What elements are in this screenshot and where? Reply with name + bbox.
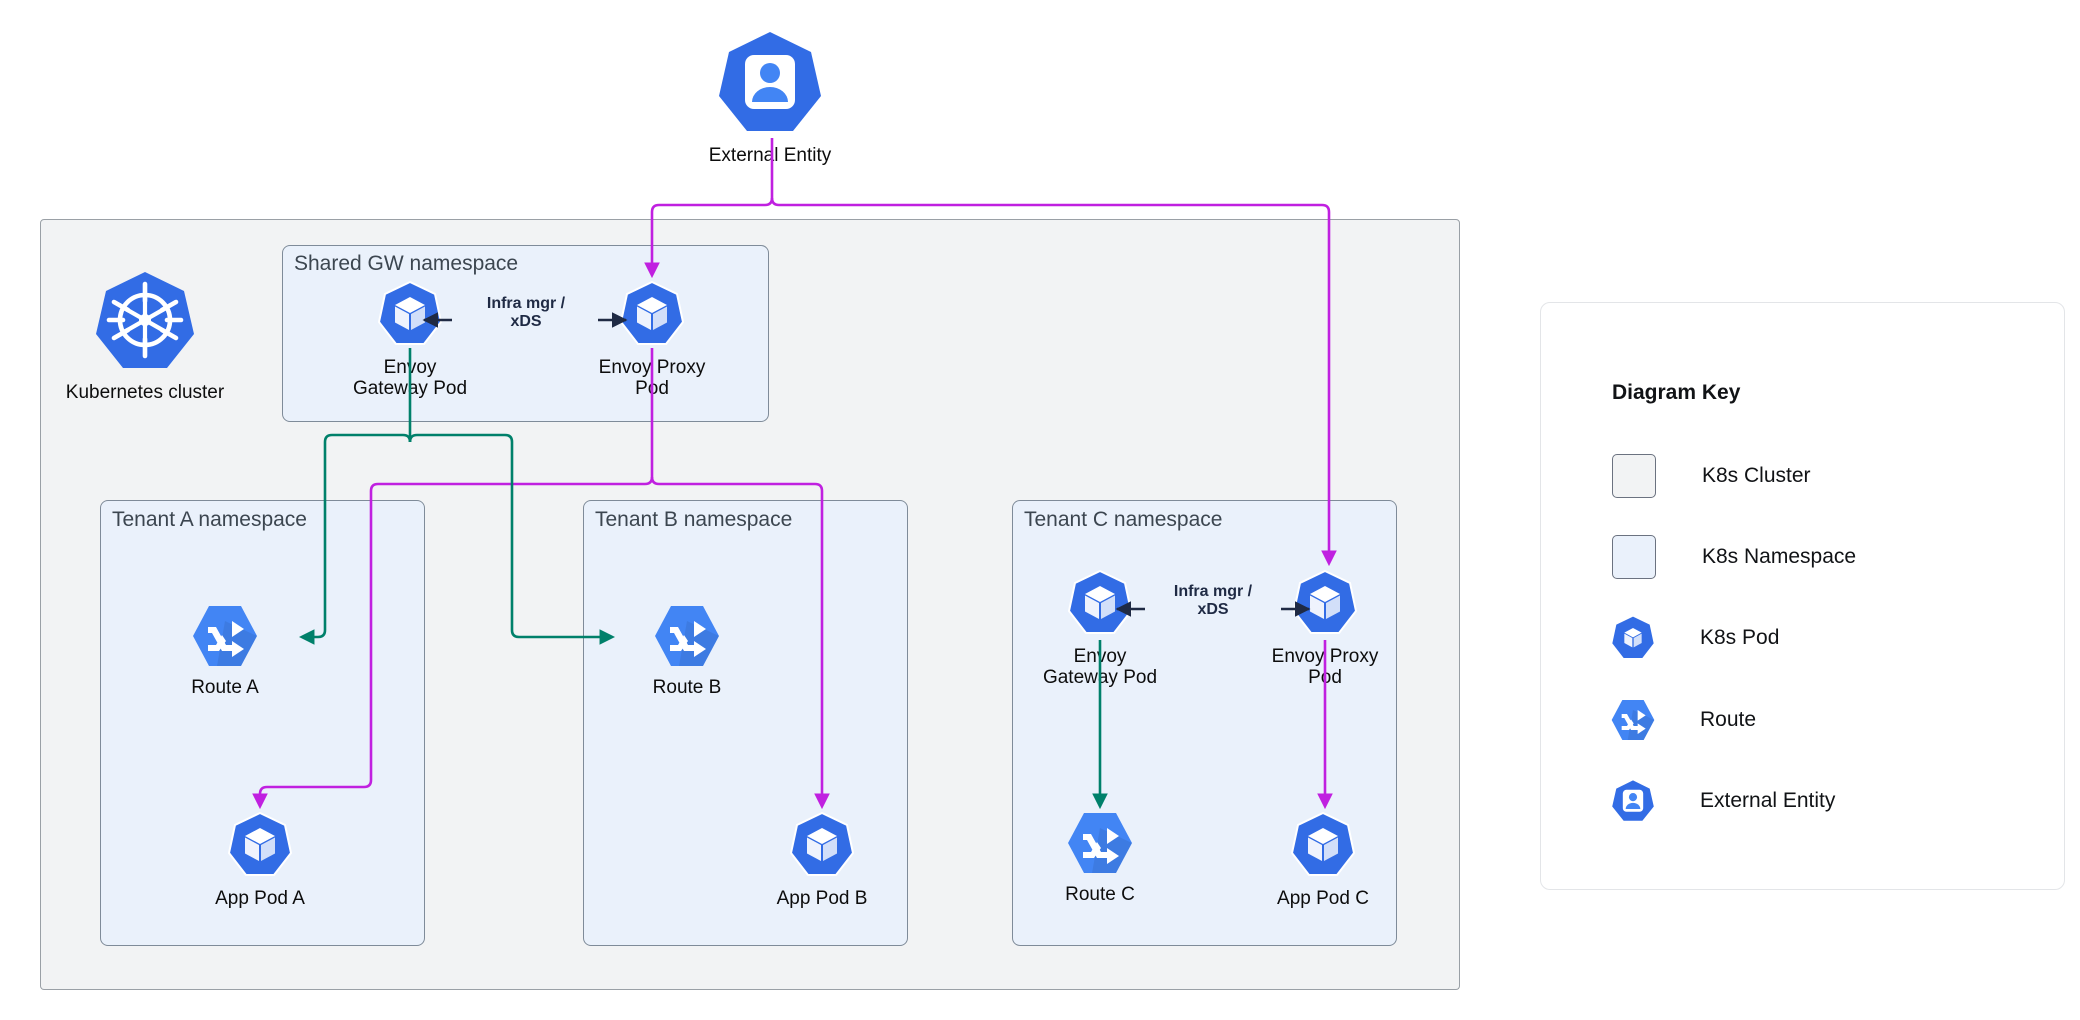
node-route-b: Route B (622, 605, 752, 698)
k8s-pod-icon (1258, 811, 1388, 883)
external-entity-icon (1610, 778, 1656, 824)
node-label: Envoy Proxy Pod (598, 357, 706, 400)
legend-item-label: K8s Pod (1700, 626, 1780, 649)
node-route-a: Route A (160, 605, 290, 698)
node-shared-gw-envoy-gateway-pod: Envoy Gateway Pod (340, 280, 480, 400)
route-icon (622, 605, 752, 672)
node-label: Route A (191, 677, 259, 698)
namespace-tenant-c-label: Tenant C namespace (1024, 508, 1223, 531)
k8s-pod-icon (582, 280, 722, 352)
node-kubernetes-cluster: Kubernetes cluster (65, 270, 225, 403)
node-label: App Pod C (1277, 888, 1369, 909)
node-label: App Pod A (215, 888, 305, 909)
namespace-tenant-a-label: Tenant A namespace (112, 508, 307, 531)
edge-label-shared-gw-infra-mgr: Infra mgr / xDS (486, 295, 566, 331)
legend-item-route: Route (1610, 696, 2030, 744)
route-icon (160, 605, 290, 672)
node-app-pod-b: App Pod B (757, 811, 887, 909)
node-tenant-c-envoy-gateway-pod: Envoy Gateway Pod (1030, 569, 1170, 689)
external-entity-icon (690, 30, 850, 140)
node-app-pod-a: App Pod A (195, 811, 325, 909)
k8s-pod-icon (340, 280, 480, 352)
k8s-pod-icon (1030, 569, 1170, 641)
node-label: App Pod B (776, 888, 868, 909)
edge-label-tenant-c-infra-mgr: Infra mgr / xDS (1173, 583, 1253, 619)
node-tenant-c-envoy-proxy-pod: Envoy Proxy Pod (1255, 569, 1395, 689)
legend-item-k8s-namespace: K8s Namespace (1612, 533, 2032, 581)
legend-item-label: K8s Namespace (1702, 545, 1857, 568)
node-label: Envoy Proxy Pod (1271, 646, 1379, 689)
legend-item-k8s-pod: K8s Pod (1610, 614, 2030, 662)
node-label: Kubernetes cluster (65, 382, 225, 403)
node-label: Route B (652, 677, 722, 698)
diagram-key-title: Diagram Key (1612, 381, 1741, 404)
legend-item-k8s-cluster: K8s Cluster (1612, 452, 2032, 500)
namespace-tenant-b-label: Tenant B namespace (595, 508, 793, 531)
cluster-swatch (1612, 454, 1656, 498)
node-label: Envoy Gateway Pod (1042, 646, 1158, 689)
legend-item-label: K8s Cluster (1702, 464, 1811, 487)
k8s-pod-icon (1255, 569, 1395, 641)
k8s-pod-icon (195, 811, 325, 883)
k8s-pod-icon (757, 811, 887, 883)
kubernetes-helm-icon (65, 270, 225, 377)
node-route-c: Route C (1035, 812, 1165, 905)
legend-item-label: External Entity (1700, 789, 1836, 812)
legend-item-external-entity: External Entity (1610, 777, 2030, 825)
node-label: Envoy Gateway Pod (352, 357, 468, 400)
k8s-pod-icon (1610, 615, 1656, 661)
namespace-shared-gw-label: Shared GW namespace (294, 252, 519, 275)
node-shared-gw-envoy-proxy-pod: Envoy Proxy Pod (582, 280, 722, 400)
namespace-swatch (1612, 535, 1656, 579)
route-icon (1035, 812, 1165, 879)
legend-item-label: Route (1700, 708, 1757, 731)
node-external-entity: External Entity (690, 30, 850, 166)
node-app-pod-c: App Pod C (1258, 811, 1388, 909)
node-label: External Entity (708, 145, 832, 166)
route-icon (1610, 697, 1656, 743)
node-label: Route C (1065, 884, 1135, 905)
